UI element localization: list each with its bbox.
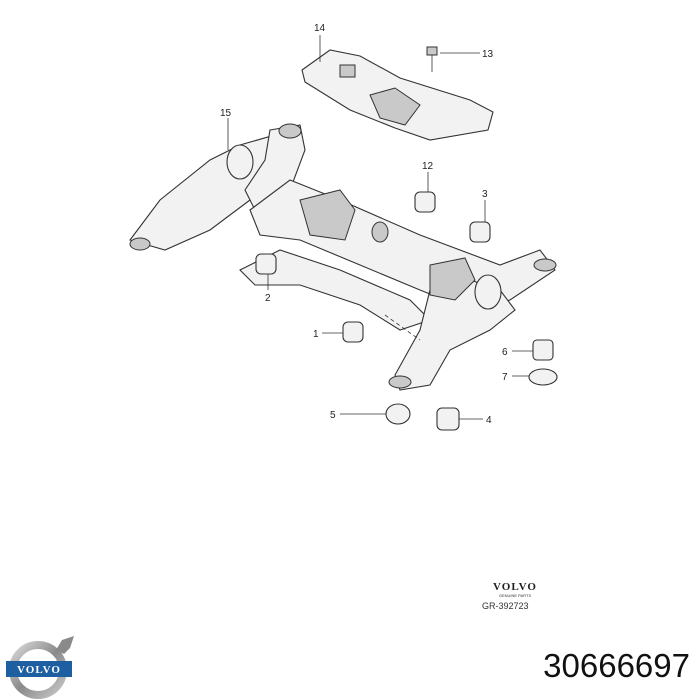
callout-6: 6 — [502, 347, 508, 358]
bushing-part-6 — [532, 339, 554, 361]
bolt-part-13 — [426, 46, 438, 72]
volvo-mark-sub: GENUINE PARTS — [498, 593, 532, 598]
bushing-part-5 — [385, 403, 411, 425]
callout-13: 13 — [482, 49, 494, 60]
bushing-part-12 — [414, 191, 436, 213]
bushing-part-2 — [255, 253, 277, 275]
washer-part-7 — [528, 368, 558, 386]
part-number: 30666697 — [543, 647, 690, 684]
svg-text:VOLVO: VOLVO — [17, 664, 61, 676]
callout-15: 15 — [220, 108, 232, 119]
drawing-code: GR-392723 — [482, 601, 529, 611]
callout-2: 2 — [265, 293, 271, 304]
bushing-part-3 — [469, 221, 491, 243]
bushing-part-4 — [436, 407, 460, 431]
volvo-mark-brand: VOLVO — [493, 581, 537, 593]
callout-1: 1 — [313, 329, 319, 340]
callout-4: 4 — [486, 415, 492, 426]
leader-lines — [227, 35, 533, 420]
callout-14: 14 — [314, 23, 326, 34]
volvo-genuine-parts-mark: VOLVO GENUINE PARTS — [485, 581, 545, 599]
cover-plate-part-14 — [301, 49, 494, 141]
bushing-part-1 — [342, 321, 364, 343]
volvo-logo: VOLVO — [6, 636, 74, 699]
callout-12: 12 — [422, 161, 434, 172]
callout-7: 7 — [502, 372, 508, 383]
callout-3: 3 — [482, 189, 488, 200]
subframe-part-15 — [129, 123, 557, 391]
callout-5: 5 — [330, 410, 336, 421]
